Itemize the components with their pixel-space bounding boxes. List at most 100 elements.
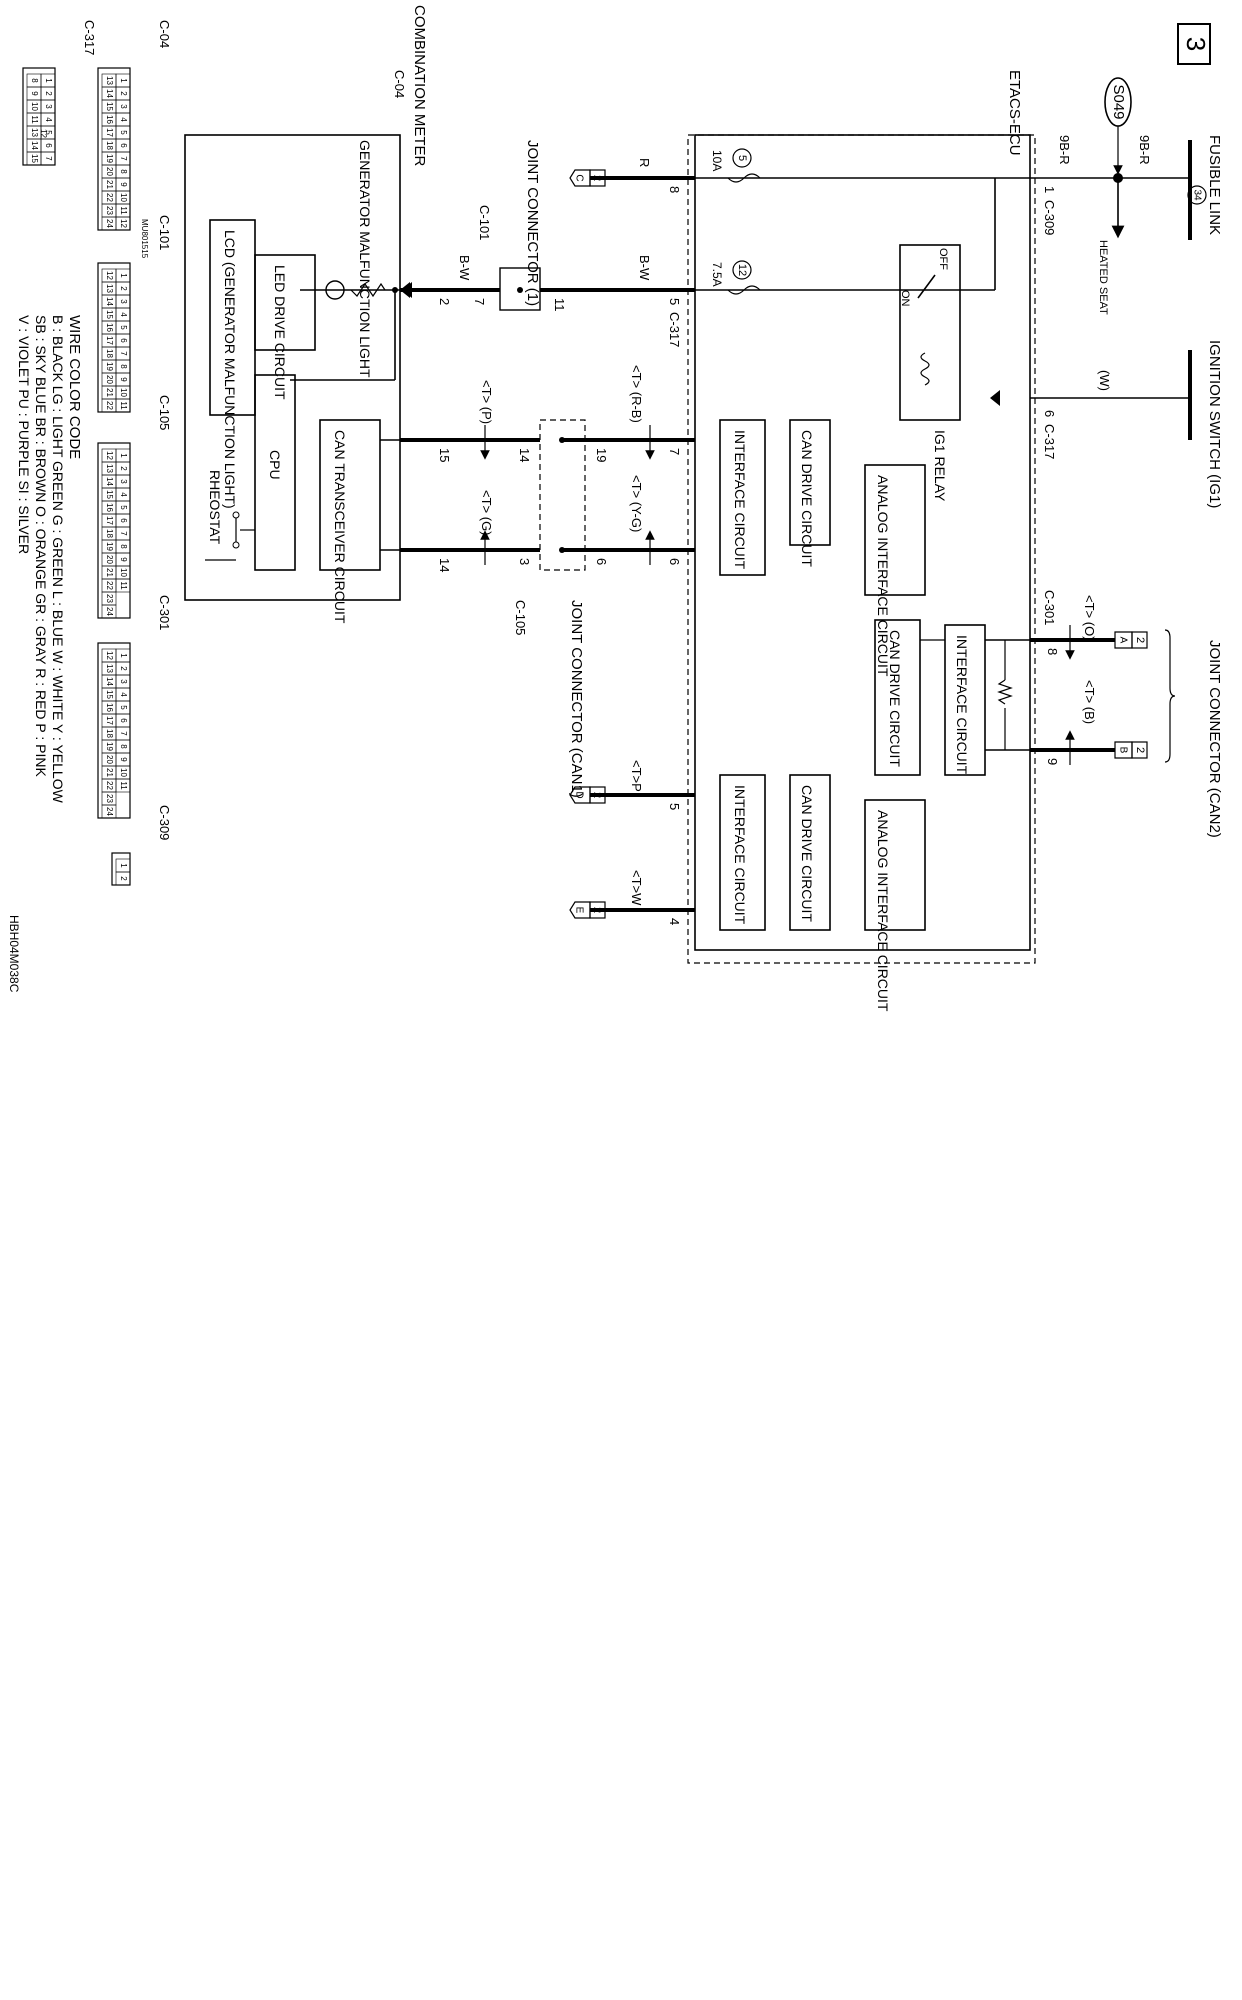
svg-text:C: C xyxy=(573,174,584,181)
svg-text:A: A xyxy=(1117,637,1128,644)
connector-pin-number: 13 xyxy=(105,284,114,293)
can2-termination-resistor-icon xyxy=(997,679,1013,705)
meter-resistor-icon xyxy=(350,282,386,298)
svg-text:CAN DRIVE CIRCUIT: CAN DRIVE CIRCUIT xyxy=(799,785,815,922)
connector-pin-number: 18 xyxy=(105,141,114,150)
svg-text:S049: S049 xyxy=(1110,84,1127,119)
signal-tyg-label: <T> (Y-G) xyxy=(629,475,644,532)
connector-pin-number: 15 xyxy=(105,310,114,319)
etacs-interface-upper: INTERFACE CIRCUIT xyxy=(719,419,766,576)
svg-text:CAN DRIVE CIRCUIT: CAN DRIVE CIRCUIT xyxy=(799,430,815,567)
pin-6-can1: 6 xyxy=(594,558,609,565)
svg-text:ANALOG INTERFACE CIRCUIT: ANALOG INTERFACE CIRCUIT xyxy=(875,810,891,1012)
connector-pin-number: 10 xyxy=(119,388,128,397)
connector-pin-number: 16 xyxy=(105,503,114,512)
pin-8-upper: 8 xyxy=(1045,648,1060,655)
etacs-can-drive-upper: CAN DRIVE CIRCUIT xyxy=(789,419,831,567)
connector-pin-number: 6 xyxy=(119,718,128,723)
fuse-75a-rating: 7.5A xyxy=(710,262,724,287)
connector-pin-number: 23 xyxy=(105,794,114,803)
connector-pin-number: 14 xyxy=(30,141,39,150)
svg-text:INTERFACE CIRCUIT: INTERFACE CIRCUIT xyxy=(954,635,970,775)
wire-color-row-2: SB : SKY BLUE BR : BROWN O : ORANGE GR :… xyxy=(33,315,49,778)
connector-face-code: C-04 xyxy=(157,20,172,48)
connector-pin-number: 24 xyxy=(105,219,114,228)
connector-pin-number: 24 xyxy=(105,807,114,816)
connector-pin-number: 4 xyxy=(119,117,128,122)
connector-pin-number: 14 xyxy=(105,89,114,98)
connector-pin-number: 21 xyxy=(105,388,114,397)
connector-pin-number: 9 xyxy=(119,182,128,187)
connector-pin-number: 18 xyxy=(105,349,114,358)
connector-pin-number: 18 xyxy=(105,529,114,538)
connector-pin-number: 12 xyxy=(105,271,114,280)
joint-connector-can2-label: JOINT CONNECTOR (CAN2) xyxy=(1206,640,1223,838)
etacs-interface-can2: INTERFACE CIRCUIT xyxy=(944,624,986,776)
connector-face-c-101: C-101MU801515123456789101112131415161718… xyxy=(97,215,172,413)
connector-pin-number: 8 xyxy=(119,744,128,749)
fuse-75a-icon xyxy=(727,285,761,295)
etacs-analog-interface-upper: ANALOG INTERFACE CIRCUIT xyxy=(864,464,926,677)
connector-pin-number: 8 xyxy=(30,78,39,83)
connector-pin-number: 23 xyxy=(105,206,114,215)
wire-9br-upper: 9B-R xyxy=(1137,135,1152,165)
connector-pin-number: 13 xyxy=(105,76,114,85)
pin-2-meter: 2 xyxy=(437,298,452,305)
svg-text:B: B xyxy=(1117,747,1128,754)
connector-c04-tag: C-04 xyxy=(392,70,407,98)
joint-connector-1-label: JOINT CONNECTOR (1) xyxy=(524,140,541,306)
ig1-diode-icon xyxy=(990,390,1000,406)
connector-pin-number: 1 xyxy=(119,453,128,458)
svg-text:E: E xyxy=(573,907,584,914)
connector-pin-number: 12 xyxy=(105,451,114,460)
connector-pin-number: 11 xyxy=(119,401,128,410)
signal-tb-label: <T> (B) xyxy=(1082,680,1097,724)
connector-pin-number: 23 xyxy=(105,594,114,603)
connector-pin-number: 4 xyxy=(119,312,128,317)
led-drive-circuit-box: LED DRIVE CIRCUIT xyxy=(254,254,316,400)
connector-face-code: C-105 xyxy=(157,395,172,430)
offpage-a: 2 A xyxy=(1114,631,1148,649)
pin-1-label: 1 xyxy=(1042,186,1057,193)
connector-c317-tag-mid: C-317 xyxy=(667,312,682,347)
connector-pin-number: 22 xyxy=(105,193,114,202)
connector-face-code: C-309 xyxy=(157,805,172,840)
pin-6-ecu: 6 xyxy=(667,558,682,565)
svg-text:34: 34 xyxy=(1191,189,1202,201)
svg-text:INTERFACE CIRCUIT: INTERFACE CIRCUIT xyxy=(732,430,748,570)
connector-pin-number: 14 xyxy=(105,297,114,306)
cpu-box: CPU xyxy=(254,374,296,571)
connector-pin-number: 16 xyxy=(105,703,114,712)
connector-pin-number: 6 xyxy=(119,143,128,148)
connector-pin-number: 17 xyxy=(105,516,114,525)
connector-pin-number: 3 xyxy=(119,679,128,684)
pin-7-ecu: 7 xyxy=(667,448,682,455)
connector-face-note: MU801515 xyxy=(140,219,149,259)
connector-pin-number: 2 xyxy=(119,286,128,291)
connector-pin-number: 3 xyxy=(119,479,128,484)
connector-pin-number: 2 xyxy=(119,876,128,881)
rheostat-switch-icon xyxy=(205,511,255,561)
connector-c101-tag: C-101 xyxy=(477,205,492,240)
connector-pin-number: 5 xyxy=(44,130,53,135)
pin-11: 11 xyxy=(552,298,567,312)
connector-pin-number: 20 xyxy=(105,167,114,176)
offpage-d: 2 D xyxy=(569,786,606,804)
page-number: 3 xyxy=(1181,37,1211,51)
fusible-link-label: FUSIBLE LINK xyxy=(1206,135,1223,235)
connector-pin-number: 18 xyxy=(105,729,114,738)
connector-pin-number: 2 xyxy=(119,666,128,671)
fusible-link-number-badge: 34 xyxy=(1187,185,1207,205)
connector-pin-number: 14 xyxy=(105,677,114,686)
generator-light-label: GENERATOR MALFUNCTION LIGHT xyxy=(357,140,373,378)
joint-connector-can1-label: JOINT CONNECTOR (CAN1) xyxy=(568,600,585,798)
pin-3-can1: 3 xyxy=(517,558,532,565)
connector-face-code: C-101 xyxy=(157,215,172,250)
connector-pin-number: 17 xyxy=(105,716,114,725)
connector-pin-number: 15 xyxy=(105,490,114,499)
fuse-10a-number: 5 xyxy=(732,148,752,168)
svg-text:INTERFACE CIRCUIT: INTERFACE CIRCUIT xyxy=(732,785,748,925)
connector-pin-number: 16 xyxy=(105,323,114,332)
